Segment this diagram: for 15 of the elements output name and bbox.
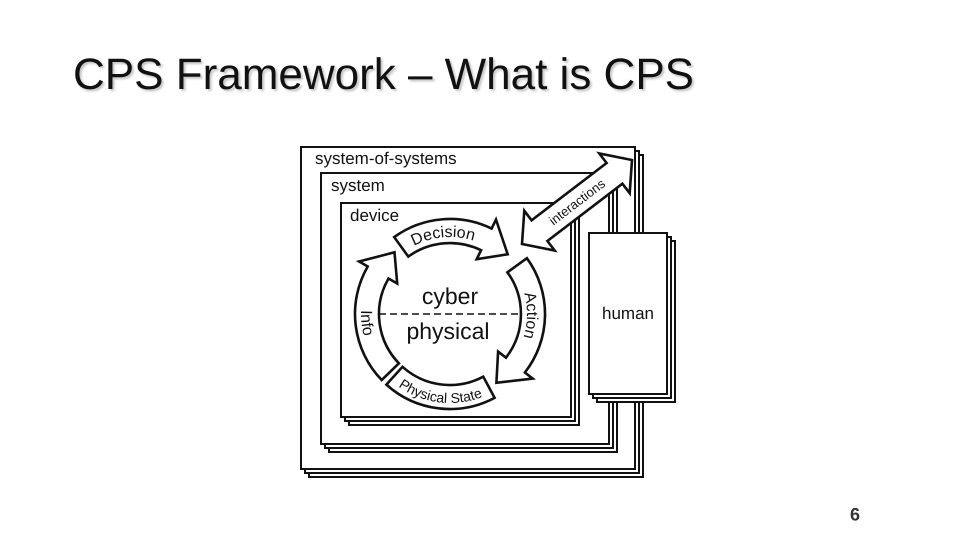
double-headed-block-arrow <box>520 152 634 252</box>
segment-label: Decision <box>408 224 477 250</box>
region-label: cyber <box>422 282 478 310</box>
segment-label: Info <box>356 310 376 338</box>
cycle-segment <box>354 251 400 382</box>
cycle-segment <box>385 366 496 410</box>
box-label: device <box>350 206 400 226</box>
box-label: system-of-systems <box>315 149 457 169</box>
slide-title: CPS Framework – What is CPS <box>73 50 694 101</box>
cycle-segment <box>495 256 546 384</box>
region-label: physical <box>406 318 490 344</box>
box-label: human <box>602 304 654 324</box>
stacked-box <box>588 232 676 403</box>
box-label: system <box>331 176 385 196</box>
page-number: 6 <box>850 504 860 526</box>
